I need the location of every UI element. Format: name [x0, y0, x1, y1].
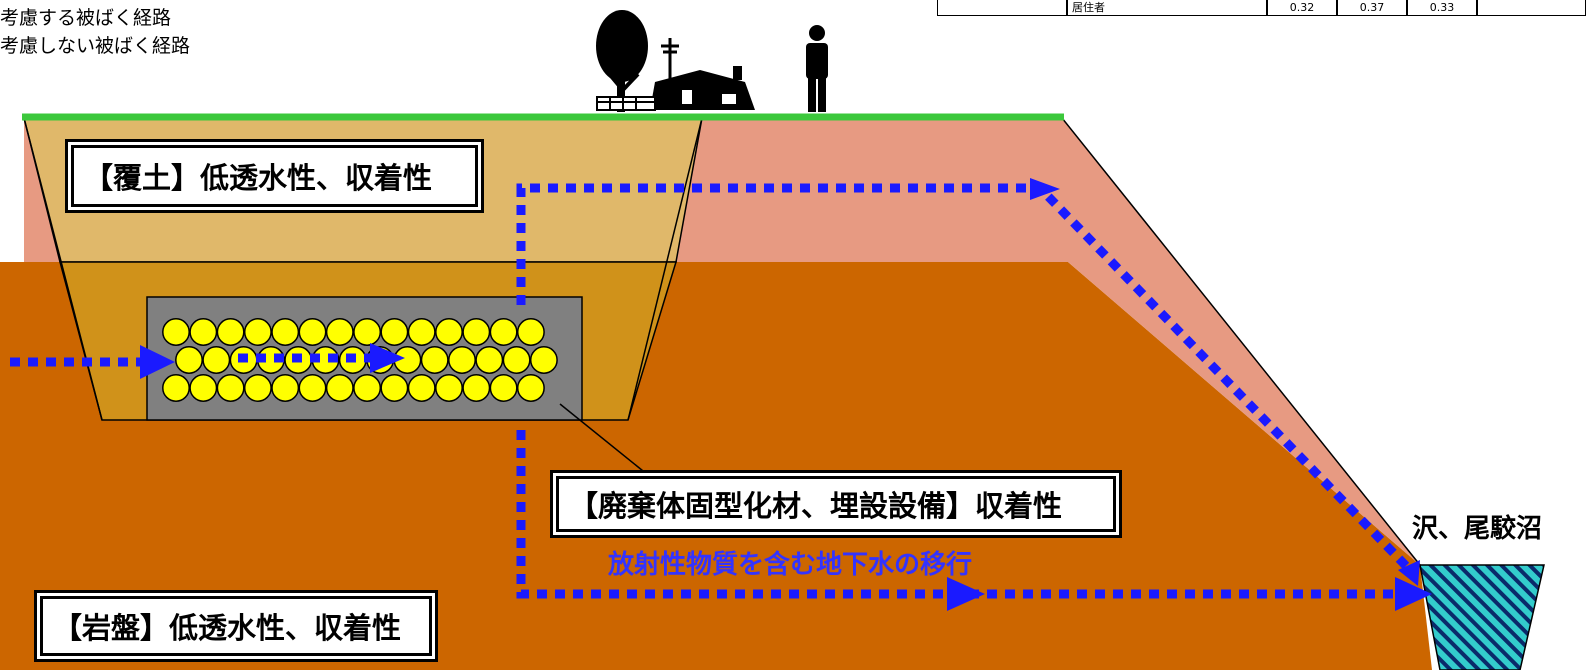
waste-drum: [489, 374, 518, 402]
waste-drum: [325, 318, 354, 346]
waste-drum: [298, 374, 327, 402]
waste-drum: [353, 318, 382, 346]
waste-drum: [516, 318, 545, 346]
waste-drum: [271, 374, 300, 402]
waste-drum: [407, 318, 436, 346]
waste-drum: [448, 346, 476, 374]
table-row-label: 居住者: [1067, 0, 1267, 16]
bedrock-label: 【岩盤】低透水性、収着性: [40, 596, 432, 656]
waste-drum: [462, 374, 491, 402]
waste-drum: [489, 318, 518, 346]
waste-drum: [353, 374, 382, 402]
utility-pole-icon: [661, 38, 679, 80]
waste-drum: [380, 374, 409, 402]
flow-arrow-pond: [1395, 577, 1432, 611]
person-icon: [806, 25, 828, 112]
waste-drum: [325, 374, 354, 402]
table-value-3: 0.33: [1407, 0, 1477, 16]
waste-drum: [435, 374, 463, 402]
waste-drum: [175, 346, 203, 374]
waste-drum: [380, 318, 409, 346]
table-value-2: 0.37: [1337, 0, 1407, 16]
flow-arrow-box: [370, 343, 405, 373]
flow-path-upward: [516, 183, 1414, 574]
waste-drum: [216, 318, 245, 346]
waste-drum: [475, 346, 504, 374]
stream-pond: [1419, 564, 1545, 670]
flow-arrow-inflow: [140, 345, 175, 379]
stream-pond-label: 沢、尾駮沼: [1412, 514, 1543, 544]
waste-facility-label: 【廃棄体固型化材、埋設設備】収着性: [556, 476, 1116, 532]
legend-considered: 考慮する被ばく経路: [0, 7, 172, 29]
house-icon: [596, 66, 755, 111]
waste-drums: [162, 318, 558, 402]
waste-drum: [216, 374, 245, 402]
waste-drum: [243, 374, 272, 402]
waste-drum: [162, 318, 190, 346]
waste-drum: [529, 346, 558, 374]
tree-icon: [596, 10, 648, 112]
waste-drum: [271, 318, 300, 346]
waste-drum: [502, 346, 531, 374]
waste-drum: [243, 318, 272, 346]
waste-drum: [462, 318, 491, 346]
flow-arrow-upper: [1030, 178, 1060, 200]
table-blank-cell-end: [1477, 0, 1586, 16]
waste-drum: [420, 346, 449, 374]
groundwater-flow-label: 放射性物質を含む地下水の移行: [608, 550, 973, 580]
waste-drum: [407, 374, 436, 402]
waste-drum: [189, 374, 218, 402]
table-value-1: 0.32: [1267, 0, 1337, 16]
flow-path-downward: [516, 430, 1410, 599]
waste-drum: [298, 318, 327, 346]
cover-soil-label: 【覆土】低透水性、収着性: [71, 145, 478, 207]
waste-drum: [162, 374, 190, 402]
waste-drum: [189, 318, 218, 346]
legend-not-considered: 考慮しない被ばく経路: [0, 35, 191, 57]
waste-drum: [516, 374, 545, 402]
flow-arrow-mid: [947, 577, 985, 611]
flow-arrow-pond-top: [1398, 560, 1420, 586]
dose-table-fragment: 居住者 0.32 0.37 0.33: [937, 0, 1586, 16]
waste-drum: [435, 318, 463, 346]
table-blank-cell: [937, 0, 1067, 16]
waste-drum: [202, 346, 231, 374]
